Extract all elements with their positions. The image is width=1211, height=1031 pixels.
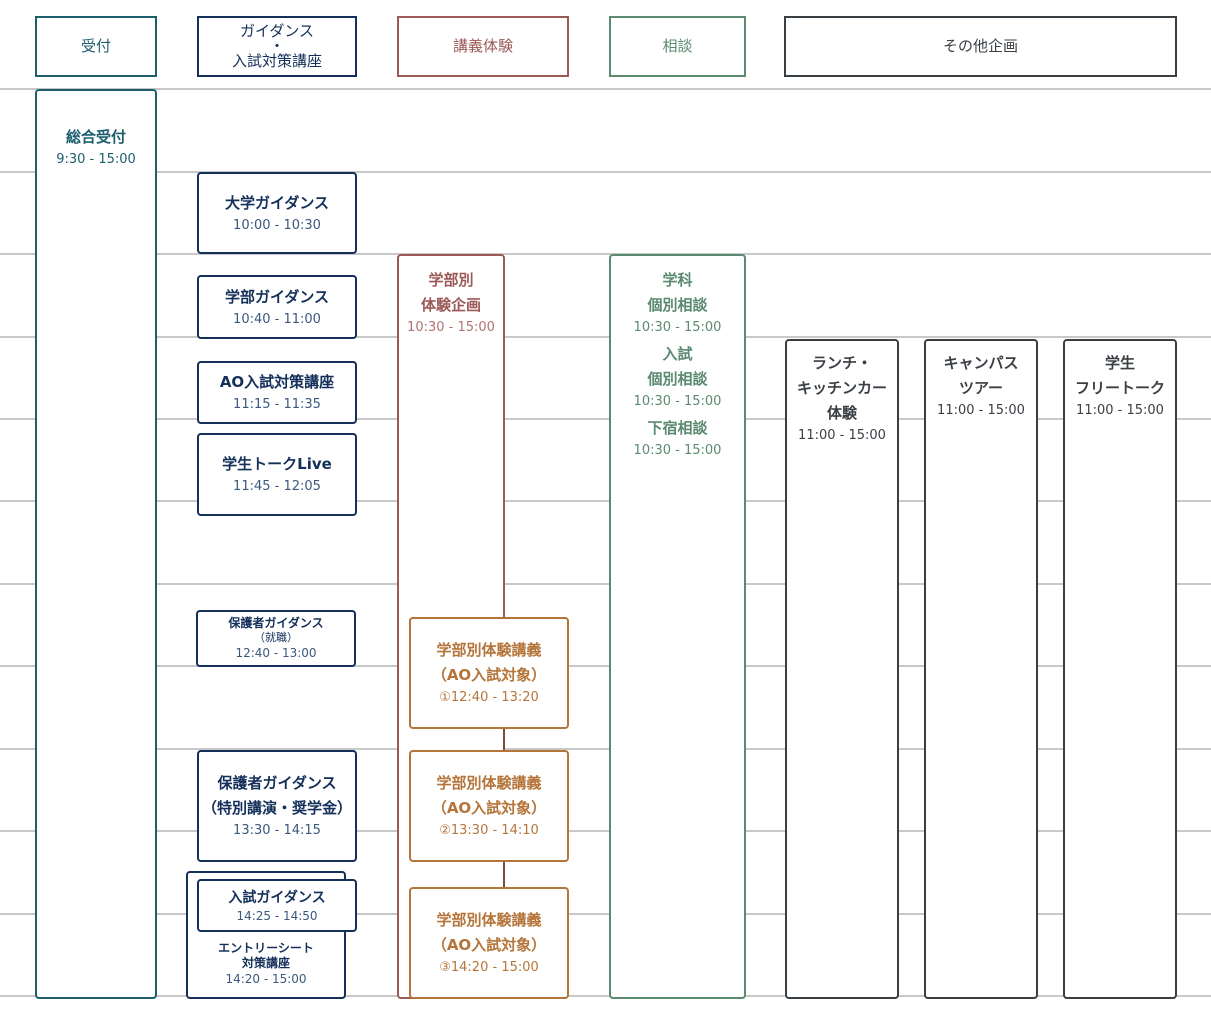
event-ao-lecture-3[interactable]: 学部別体験講義 （AO入試対象） ③14:20 - 15:00 bbox=[409, 887, 569, 999]
event-title-line1: 学部別体験講義 bbox=[436, 641, 542, 659]
grid-line bbox=[0, 88, 1211, 90]
consult-exam: 入試 個別相談 10:30 - 15:00 bbox=[634, 342, 722, 412]
header-consult: 相談 bbox=[609, 16, 746, 77]
reception-time: 9:30 - 15:00 bbox=[56, 152, 136, 167]
connector-line bbox=[503, 862, 505, 888]
event-title: AO入試対策講座 bbox=[219, 373, 335, 391]
event-time: 11:45 - 12:05 bbox=[233, 479, 321, 494]
grid-line bbox=[0, 913, 1211, 915]
event-time: ①12:40 - 13:20 bbox=[439, 690, 539, 705]
event-time: 11:00 - 15:00 bbox=[798, 428, 886, 443]
event-time: 10:40 - 11:00 bbox=[233, 311, 321, 327]
header-lecture: 講義体験 bbox=[397, 16, 569, 77]
event-subtitle: （特別講演・奨学金） bbox=[201, 799, 352, 817]
event-title-line2: ツアー bbox=[958, 379, 1004, 397]
event-title-line2: フリートーク bbox=[1074, 379, 1165, 397]
header-guidance-line1: ガイダンス bbox=[239, 22, 315, 40]
grid-line bbox=[0, 830, 1211, 832]
event-time: ③14:20 - 15:00 bbox=[439, 960, 539, 975]
event-univ-guidance[interactable]: 大学ガイダンス 10:00 - 10:30 bbox=[197, 172, 357, 254]
event-title-line2: （AO入試対象） bbox=[431, 799, 547, 817]
grid-line bbox=[0, 583, 1211, 585]
event-title-line1: 学生 bbox=[1104, 354, 1135, 372]
event-title-line1: ランチ・ bbox=[811, 354, 872, 372]
event-time: 11:00 - 15:00 bbox=[1076, 403, 1164, 418]
event-student-free-talk[interactable]: 学生 フリートーク 11:00 - 15:00 bbox=[1063, 339, 1177, 999]
event-title-line2: （AO入試対象） bbox=[431, 666, 547, 684]
event-ao-lecture-1[interactable]: 学部別体験講義 （AO入試対象） ①12:40 - 13:20 bbox=[409, 617, 569, 729]
event-time: 11:00 - 15:00 bbox=[937, 403, 1025, 418]
event-title: 保護者ガイダンス bbox=[228, 616, 324, 630]
grid-line bbox=[0, 500, 1211, 502]
event-time: ②13:30 - 14:10 bbox=[439, 823, 539, 838]
header-guidance-line2: ・ bbox=[269, 37, 285, 55]
event-campus-tour[interactable]: キャンパス ツアー 11:00 - 15:00 bbox=[924, 339, 1038, 999]
event-consultation[interactable]: 学科 個別相談 10:30 - 15:00 入試 個別相談 10:30 - 15… bbox=[609, 254, 746, 999]
grid-line bbox=[0, 748, 1211, 750]
consult-dept-line2: 個別相談 bbox=[647, 296, 708, 314]
connector-line bbox=[503, 729, 505, 751]
event-title: 入試ガイダンス bbox=[228, 889, 326, 906]
header-guidance: ガイダンス ・ 入試対策講座 bbox=[197, 16, 357, 77]
event-lunch-kitchencar[interactable]: ランチ・ キッチンカー 体験 11:00 - 15:00 bbox=[785, 339, 899, 999]
event-title-line1: 学部別 bbox=[428, 271, 474, 289]
grid-line bbox=[0, 665, 1211, 667]
consult-dept-line1: 学科 bbox=[662, 271, 693, 289]
event-title: 保護者ガイダンス bbox=[217, 774, 337, 792]
event-time: 13:30 - 14:15 bbox=[233, 823, 321, 838]
event-student-talk[interactable]: 学生トークLive 11:45 - 12:05 bbox=[197, 433, 357, 516]
consult-exam-time: 10:30 - 15:00 bbox=[633, 394, 722, 409]
event-title-line1: 学部別体験講義 bbox=[436, 774, 542, 792]
grid-line bbox=[0, 336, 1211, 338]
event-parent-guidance-job[interactable]: 保護者ガイダンス （就職） 12:40 - 13:00 bbox=[196, 610, 356, 667]
event-title-line1: 学部別体験講義 bbox=[436, 911, 542, 929]
grid-line bbox=[0, 995, 1211, 997]
event-ao-lecture-2[interactable]: 学部別体験講義 （AO入試対象） ②13:30 - 14:10 bbox=[409, 750, 569, 862]
event-title-line2: 対策講座 bbox=[241, 956, 290, 970]
event-time: 12:40 - 13:00 bbox=[235, 646, 317, 660]
consult-dept-time: 10:30 - 15:00 bbox=[633, 320, 722, 335]
event-time: 11:15 - 11:35 bbox=[233, 397, 321, 412]
event-faculty-guidance[interactable]: 学部ガイダンス 10:40 - 11:00 bbox=[197, 275, 357, 339]
event-title: 学部ガイダンス bbox=[224, 287, 330, 306]
event-title: 大学ガイダンス bbox=[224, 193, 330, 212]
consult-dept: 学科 個別相談 10:30 - 15:00 bbox=[634, 268, 722, 338]
header-other: その他企画 bbox=[784, 16, 1177, 77]
header-guidance-line3: 入試対策講座 bbox=[231, 52, 322, 70]
event-title-line1: エントリーシート bbox=[218, 941, 314, 955]
event-time: 14:20 - 15:00 bbox=[225, 972, 307, 986]
event-title-line2: キッチンカー bbox=[796, 379, 887, 397]
event-title-line2: （AO入試対象） bbox=[431, 936, 547, 954]
event-title-line3: 体験 bbox=[826, 404, 857, 422]
consult-exam-line2: 個別相談 bbox=[647, 370, 708, 388]
reception-general[interactable]: 総合受付 9:30 - 15:00 bbox=[35, 89, 157, 999]
grid-line bbox=[0, 171, 1211, 173]
event-entrance-guidance[interactable]: 入試ガイダンス 14:25 - 14:50 bbox=[197, 879, 357, 932]
grid-line bbox=[0, 253, 1211, 255]
event-time: 10:30 - 15:00 bbox=[407, 320, 495, 335]
event-title-line2: 体験企画 bbox=[420, 296, 481, 314]
event-subtitle: （就職） bbox=[254, 631, 298, 644]
header-reception: 受付 bbox=[35, 16, 157, 77]
event-time: 10:00 - 10:30 bbox=[233, 217, 321, 233]
reception-title: 総合受付 bbox=[65, 128, 126, 146]
consult-lodging-time: 10:30 - 15:00 bbox=[633, 443, 722, 458]
event-title-line1: キャンパス bbox=[943, 354, 1019, 372]
event-time: 14:25 - 14:50 bbox=[236, 908, 318, 923]
event-title: 学生トークLive bbox=[222, 455, 332, 473]
event-ao-course[interactable]: AO入試対策講座 11:15 - 11:35 bbox=[197, 361, 357, 424]
event-parent-guidance-special[interactable]: 保護者ガイダンス （特別講演・奨学金） 13:30 - 14:15 bbox=[197, 750, 357, 862]
consult-lodging: 下宿相談 10:30 - 15:00 bbox=[634, 416, 722, 461]
consult-lodging-line1: 下宿相談 bbox=[647, 419, 708, 437]
grid-line bbox=[0, 418, 1211, 420]
consult-exam-line1: 入試 bbox=[662, 345, 693, 363]
